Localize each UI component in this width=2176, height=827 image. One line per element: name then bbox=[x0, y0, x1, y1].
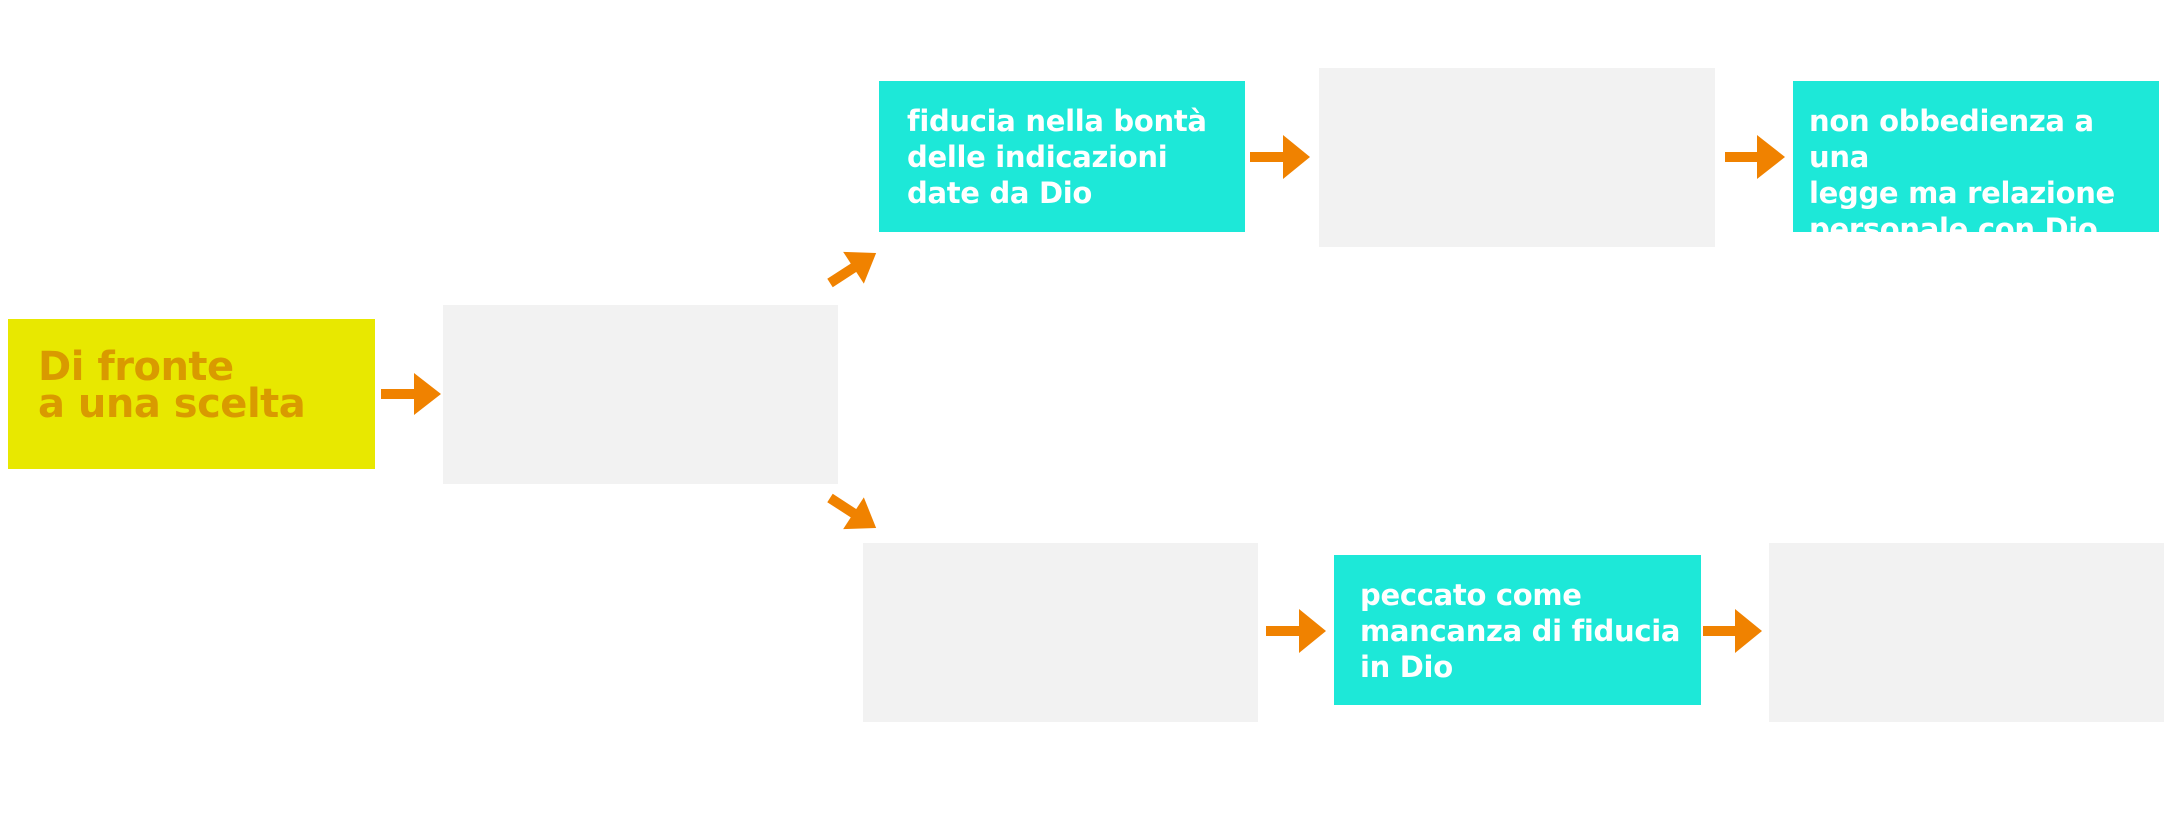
node-start: Di fronte a una scelta bbox=[8, 319, 375, 469]
arrow-upper-blank-to-upper-relation bbox=[1725, 135, 1785, 179]
node-upper-trust-label: fiducia nella bontà delle indicazioni da… bbox=[907, 104, 1207, 210]
node-upper-relation: non obbedienza a una legge ma relazione … bbox=[1793, 81, 2159, 246]
node-upper-trust: fiducia nella bontà delle indicazioni da… bbox=[879, 81, 1245, 232]
arrow-choice-to-upper-trust bbox=[827, 251, 877, 288]
arrow-lower-blank-to-lower-sin bbox=[1266, 609, 1326, 653]
node-lower-end-blank bbox=[1769, 543, 2164, 722]
arrow-upper-trust-to-upper-blank bbox=[1250, 135, 1310, 179]
node-lower-blank bbox=[863, 543, 1258, 722]
node-lower-sin-label: peccato come mancanza di fiducia in Dio bbox=[1360, 578, 1681, 684]
node-lower-sin: peccato come mancanza di fiducia in Dio bbox=[1334, 555, 1701, 705]
arrow-choice-to-lower-blank bbox=[827, 493, 877, 530]
node-choice bbox=[443, 305, 838, 484]
node-start-label: Di fronte a una scelta bbox=[38, 344, 306, 427]
arrow-start-to-choice bbox=[381, 373, 441, 415]
node-upper-blank bbox=[1319, 68, 1715, 247]
node-upper-relation-label: non obbedienza a una legge ma relazione … bbox=[1809, 104, 2115, 246]
arrow-lower-sin-to-lower-end-blank bbox=[1703, 609, 1762, 653]
